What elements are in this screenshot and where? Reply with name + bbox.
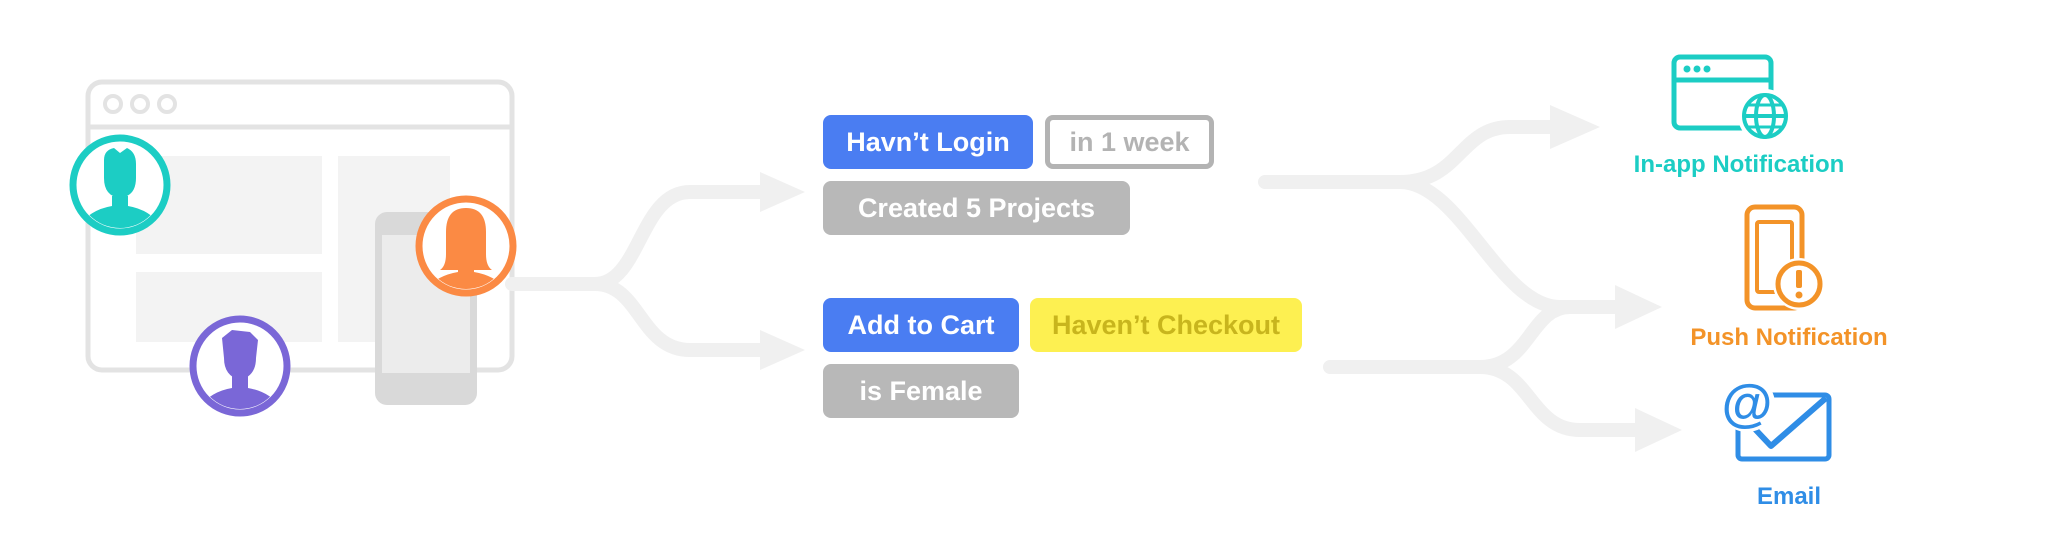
browser-globe-icon [1671, 54, 1792, 143]
user-male-icon [197, 330, 283, 409]
flow-lines [505, 120, 1657, 437]
condition-tag-add-to-cart[interactable]: Add to Cart [823, 298, 1019, 352]
arrowhead [1550, 105, 1600, 149]
channel-label-in-app: In-app Notification [1633, 151, 1845, 178]
user-male-icon [77, 148, 163, 228]
user-avatar-purple [189, 315, 291, 417]
svg-text:@: @ [1722, 375, 1773, 433]
condition-tag-created-5-projects[interactable]: Created 5 Projects [823, 181, 1130, 235]
at-envelope-icon: @ [1719, 375, 1832, 462]
devices-illustration [69, 79, 517, 417]
arrowhead [1615, 285, 1662, 329]
split-flow-line [505, 185, 782, 291]
merge-flow-line [1473, 360, 1657, 437]
channel-label-push: Push Notification [1690, 324, 1888, 351]
merge-flow-line [1323, 300, 1577, 374]
split-flow-line [588, 277, 782, 357]
user-avatar-orange [415, 195, 517, 297]
merge-flow-line [1258, 120, 1582, 189]
arrowhead [1635, 408, 1682, 452]
channel-label-email: Email [1756, 483, 1822, 510]
condition-tag-in-1-week[interactable]: in 1 week [1045, 115, 1214, 169]
user-avatar-teal [69, 134, 171, 236]
condition-tag-is-female[interactable]: is Female [823, 364, 1019, 418]
arrowhead [760, 330, 805, 370]
condition-tag-havent-checkout[interactable]: Haven’t Checkout [1030, 298, 1302, 352]
merge-flow-line [1393, 175, 1637, 314]
user-female-icon [423, 208, 509, 289]
arrowhead [760, 172, 805, 212]
browser-window [85, 79, 515, 373]
phone-alert-icon [1744, 204, 1825, 311]
flow-arrowheads [760, 105, 1682, 452]
condition-tag-havent-login[interactable]: Havn’t Login [823, 115, 1033, 169]
